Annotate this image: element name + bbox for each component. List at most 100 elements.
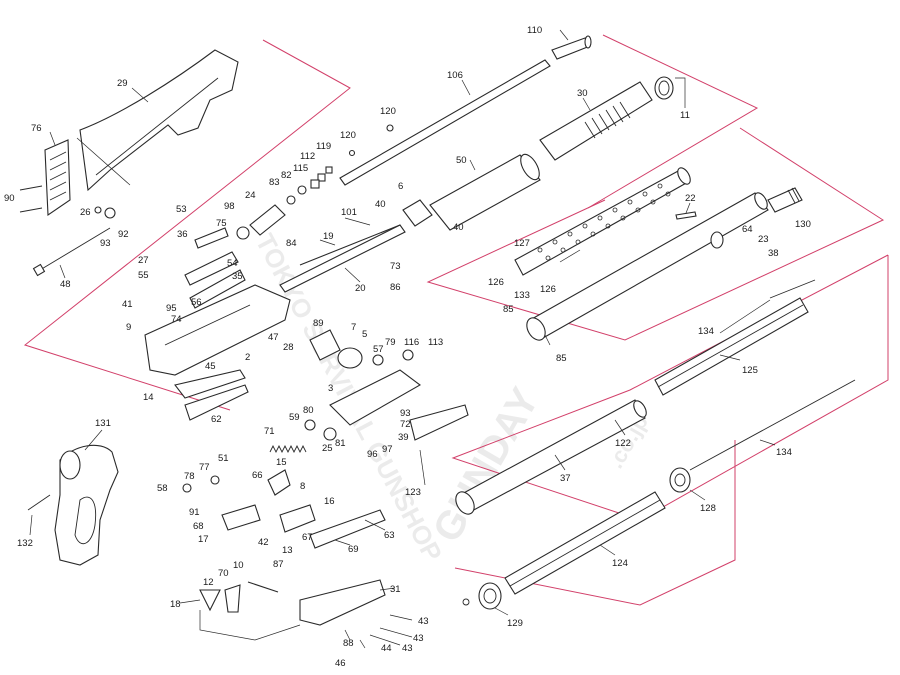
label-72: 72 — [400, 419, 411, 430]
label-133: 133 — [514, 290, 530, 301]
label-75: 75 — [216, 218, 227, 229]
label-86: 86 — [390, 282, 401, 293]
label-55: 55 — [138, 270, 149, 281]
label-122: 122 — [615, 438, 631, 449]
part-58 — [182, 483, 192, 493]
label-16: 16 — [324, 496, 335, 507]
stock-group-outline — [23, 39, 351, 411]
part-134-rod-a — [769, 279, 816, 299]
label-46: 46 — [335, 658, 346, 669]
label-25: 25 — [322, 443, 333, 454]
label-74: 74 — [171, 314, 182, 325]
label-85a: 85 — [503, 304, 514, 315]
part-85-barrel — [529, 192, 769, 339]
label-62: 62 — [211, 414, 222, 425]
label-36: 36 — [177, 229, 188, 240]
part-5 — [337, 347, 363, 369]
part-125-rods — [654, 297, 809, 396]
part-22-pin — [675, 211, 697, 220]
label-77: 77 — [199, 462, 210, 473]
label-44: 44 — [381, 643, 392, 654]
part-110 — [551, 37, 591, 60]
label-58: 58 — [157, 483, 168, 494]
part-120a — [386, 124, 394, 132]
part-101-slide — [279, 224, 406, 293]
part-50-tube — [429, 154, 541, 231]
label-125: 125 — [742, 365, 758, 376]
part-48-bolt — [39, 227, 111, 271]
part-2-receiver — [144, 284, 291, 376]
label-87: 87 — [273, 559, 284, 570]
label-27: 27 — [138, 255, 149, 266]
label-97: 97 — [382, 444, 393, 455]
part-112 — [317, 173, 326, 182]
label-83: 83 — [269, 177, 280, 188]
label-3: 3 — [328, 383, 333, 394]
part-3-trigger-frame — [329, 369, 421, 426]
label-29: 29 — [117, 78, 128, 89]
label-88: 88 — [343, 638, 354, 649]
label-69: 69 — [348, 544, 359, 555]
label-38: 38 — [768, 248, 779, 259]
part-110-end — [584, 35, 592, 49]
label-76: 76 — [31, 123, 42, 134]
label-67: 67 — [302, 532, 313, 543]
part-29-stock — [79, 49, 239, 192]
part-12-trigger — [224, 584, 241, 613]
part-17-sear — [221, 504, 261, 531]
label-15: 15 — [276, 457, 287, 468]
label-43b: 43 — [413, 633, 424, 644]
shield-assembly — [514, 167, 803, 341]
label-40a: 40 — [375, 199, 386, 210]
part-64-clip — [710, 231, 724, 249]
stock-assembly — [19, 49, 239, 277]
label-59: 59 — [289, 412, 300, 423]
label-93: 93 — [100, 238, 111, 249]
label-82: 82 — [281, 170, 292, 181]
label-2: 2 — [245, 352, 250, 363]
part-45-bracket — [174, 369, 246, 399]
label-7: 7 — [351, 322, 356, 333]
part-7-block — [309, 329, 341, 361]
label-96: 96 — [367, 449, 378, 460]
label-70: 70 — [218, 568, 229, 579]
part-24-spring-guide — [249, 204, 286, 236]
part-134-rod-b — [689, 379, 856, 471]
label-132: 132 — [17, 538, 33, 549]
label-35: 35 — [232, 271, 243, 282]
label-23: 23 — [758, 234, 769, 245]
label-78: 78 — [184, 471, 195, 482]
part-18-pin — [199, 589, 221, 612]
label-53: 53 — [176, 204, 187, 215]
label-131: 131 — [95, 418, 111, 429]
label-126a: 126 — [488, 277, 504, 288]
label-130: 130 — [795, 219, 811, 230]
part-90-screw-a — [19, 185, 43, 191]
part-71-spring — [269, 444, 307, 454]
label-43a: 43 — [418, 616, 429, 627]
label-50: 50 — [456, 155, 467, 166]
label-68: 68 — [193, 521, 204, 532]
magazine-group-outline — [454, 440, 736, 606]
part-120b — [348, 149, 356, 157]
shield-holes — [537, 183, 671, 261]
group-outlines — [23, 34, 889, 606]
part-77 — [210, 475, 220, 485]
label-18: 18 — [170, 599, 181, 610]
label-113: 113 — [428, 337, 443, 348]
label-56: 56 — [191, 297, 202, 308]
label-119: 119 — [316, 141, 331, 152]
label-12: 12 — [203, 577, 214, 588]
label-79: 79 — [385, 337, 396, 348]
part-30-forend — [539, 81, 653, 161]
label-64: 64 — [742, 224, 753, 235]
barrel-assembly — [286, 35, 674, 231]
label-45: 45 — [205, 361, 216, 372]
label-89: 89 — [313, 318, 324, 329]
label-101: 101 — [341, 207, 357, 218]
label-10: 10 — [233, 560, 244, 571]
part-80 — [304, 419, 316, 431]
part-56-bolt — [189, 269, 246, 309]
